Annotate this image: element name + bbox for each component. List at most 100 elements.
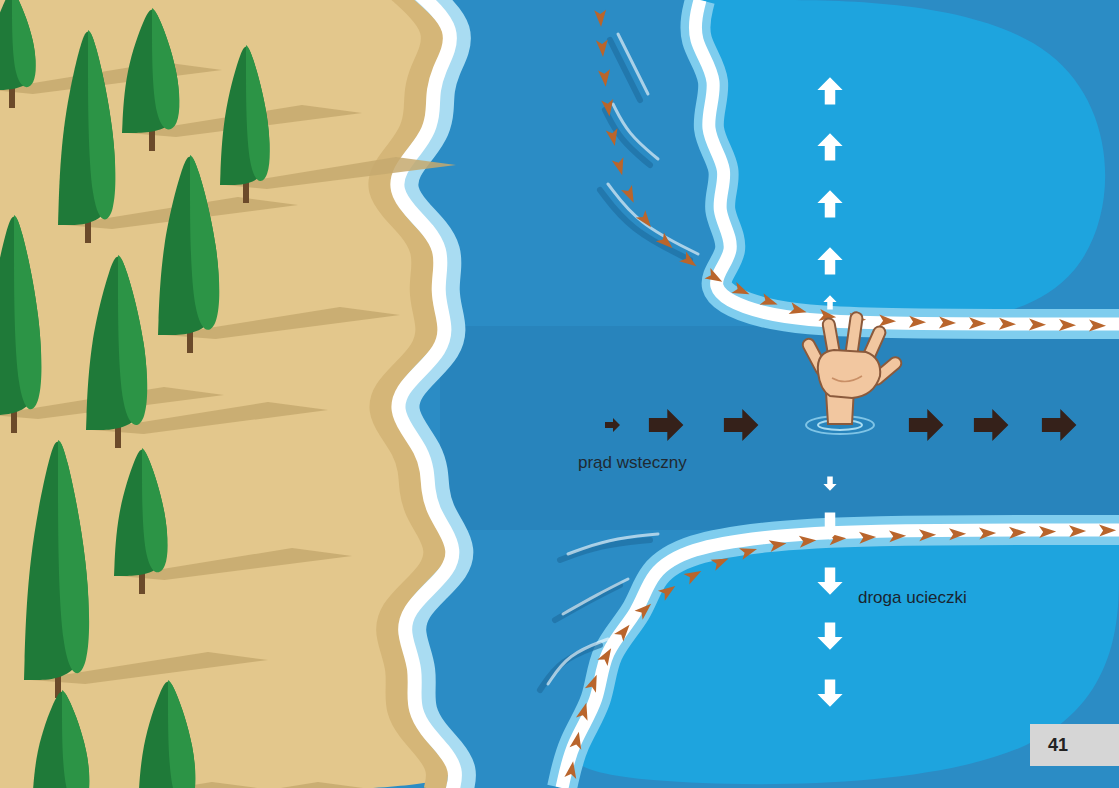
tree-crown-light [168,680,195,788]
wave-foam [613,104,658,159]
longshore-current-arrow [1029,318,1046,330]
tree-trunk [11,411,17,433]
tree-crown-light [14,215,41,409]
escape-label: droga ucieczki [858,588,967,608]
rip-current-arrow [724,409,759,441]
longshore-current-arrow [739,543,759,559]
longshore-current-arrow [1039,526,1056,538]
rip-current-arrow [649,409,684,441]
tree-trunk [187,331,193,353]
escape-arrow [817,567,842,594]
tree-crown-light [62,690,89,788]
longshore-current-arrow [1009,526,1026,538]
longshore-current-arrow [859,531,877,544]
longshore-current-arrow [799,534,817,547]
longshore-current-arrow [1099,524,1116,536]
longshore-current-arrow [909,316,926,329]
longshore-current-arrow [576,701,592,721]
tree-crown-light [118,255,147,425]
longshore-current-arrow [656,232,677,252]
tree-crown-light [12,0,36,87]
wave-foam [563,579,628,614]
tree-trunk [115,426,121,448]
longshore-current-arrow [570,731,585,750]
escape-arrow [817,679,842,706]
wave-foam [568,534,658,554]
tree-crown-light [142,448,168,572]
longshore-current-arrow [711,553,731,571]
tree-trunk [9,86,15,108]
sand [0,0,449,788]
escape-arrow [823,476,836,490]
escape-arrow [817,622,842,649]
longshore-current-arrow [919,529,936,542]
wave-foam [608,184,698,254]
tree-crown-light [152,8,179,129]
palm-line [832,376,862,382]
current-label: prąd wsteczny [578,453,687,473]
longshore-current-arrow [612,157,628,177]
page-number-tab: 41 [1030,724,1119,766]
tree-trunk [243,181,249,203]
longshore-current-arrow [731,282,751,300]
open-sea [695,0,1105,323]
wave-foam [618,34,648,94]
rip-current-arrow [1042,409,1077,441]
tree-crown-light [58,440,89,673]
longshore-current-arrow [1089,319,1106,331]
tree-trunk [139,572,145,594]
longshore-current-arrow [879,315,896,328]
longshore-current-arrow [679,252,700,272]
longshore-current-arrow [636,210,656,231]
longshore-current-arrow [704,268,725,287]
longshore-current-arrow [789,302,808,318]
tree-crown-light [246,45,270,181]
longshore-current-arrow [585,672,602,692]
escape-arrow [817,512,842,539]
longshore-current-arrow [597,645,616,666]
tree-crown-light [88,30,115,219]
page-number: 41 [1048,735,1068,756]
longshore-current-arrow [598,69,612,87]
longshore-current-arrow [594,10,607,28]
longshore-current-arrow [889,530,906,543]
breaker-foam [695,0,1119,324]
tree-crown-light [190,155,219,330]
longshore-current-arrow [596,40,609,58]
tree-trunk [85,221,91,243]
escape-arrow [823,295,836,309]
longshore-current-arrow [979,527,996,539]
rip-channel [440,326,1119,530]
tree-trunk [149,129,155,151]
palm [818,350,880,398]
longshore-current-arrow [606,128,621,147]
escape-arrow [817,190,842,217]
shore-foam [397,0,455,788]
longshore-current-arrow [564,760,579,779]
wave-streak [605,110,650,165]
breaker-foam [695,0,1119,324]
breaker-foam [562,530,1119,788]
longshore-current-arrow [658,581,679,601]
longshore-current-arrow [769,537,788,552]
wave-foam [548,639,608,684]
longshore-current-arrow [684,566,705,585]
longshore-current-arrow [939,317,956,329]
rip-current-arrow [974,409,1009,441]
longshore-current-arrow [635,599,656,619]
rip-current-arrow [605,418,620,432]
longshore-current-arrow [601,99,615,117]
wave-streak [555,585,620,620]
swimmer-hand [801,312,904,434]
longshore-current-arrow [621,185,639,205]
longshore-current-arrow [969,317,986,329]
longshore-current-arrow [760,293,780,310]
longshore-current-arrow [1059,319,1076,331]
escape-arrow [817,133,842,160]
longshore-current-arrow [949,528,966,540]
longshore-current-arrow [999,318,1016,330]
longshore-current-arrow [1069,525,1086,537]
